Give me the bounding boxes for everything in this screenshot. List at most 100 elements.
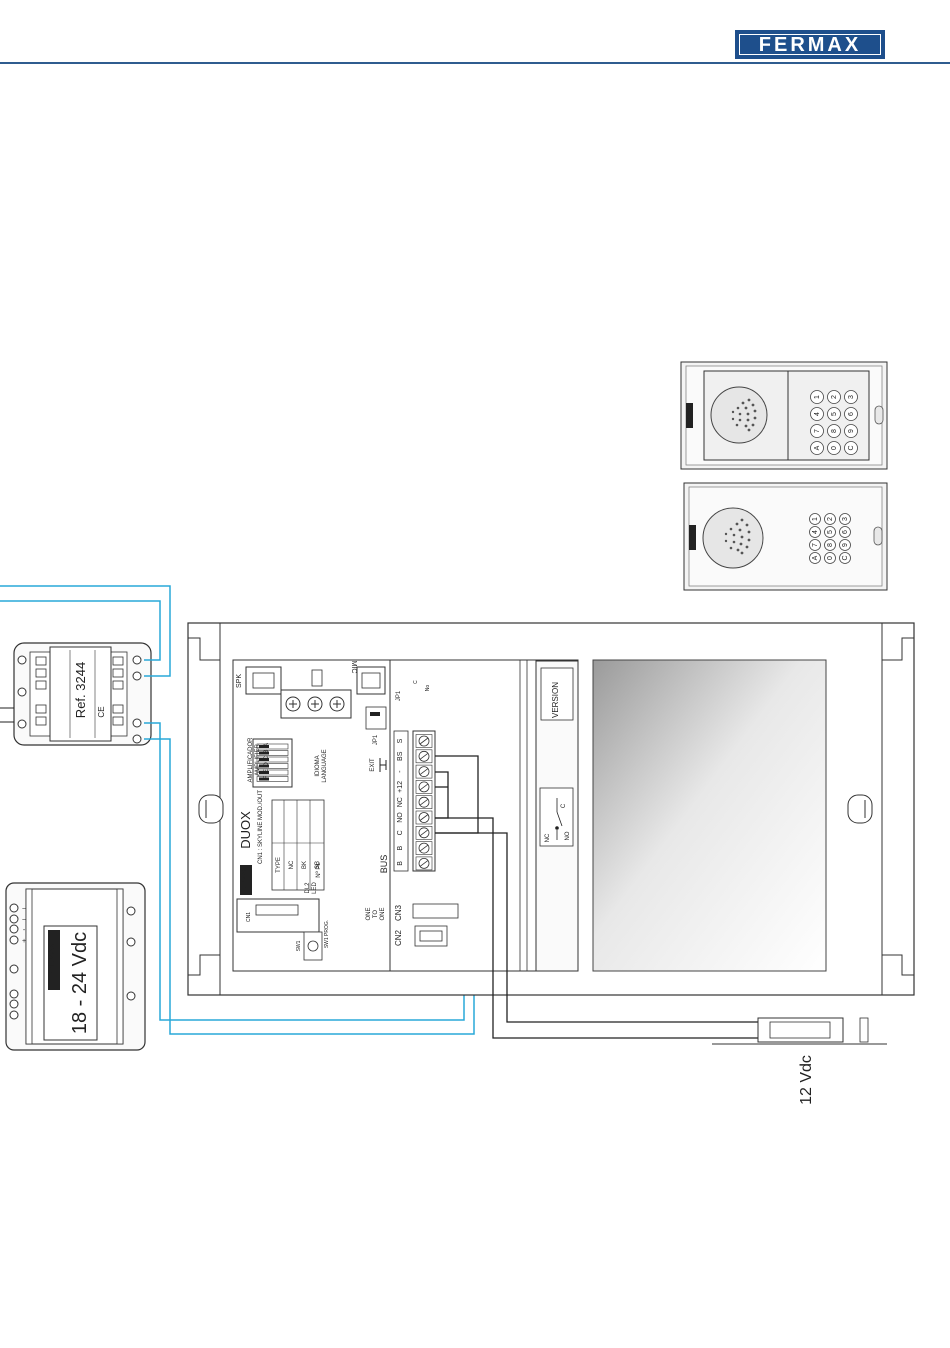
- dip-letter: C: [264, 755, 270, 760]
- keypad-key-label: C: [842, 555, 849, 560]
- keypad-key[interactable]: [827, 407, 841, 421]
- language-en-label: LANGUAGE: [322, 749, 328, 782]
- terminal-label: NC: [397, 797, 404, 807]
- keypad-key[interactable]: [810, 390, 824, 404]
- keypad-key[interactable]: [809, 526, 821, 538]
- keypad-key[interactable]: [810, 441, 824, 455]
- psu-terminal-label: ~: [22, 917, 26, 924]
- keypad-key-label: 8: [827, 543, 834, 547]
- keypad-key-label: 1: [812, 517, 819, 521]
- terminal-label: B: [397, 861, 404, 866]
- bus-label: BUS: [379, 855, 389, 874]
- adapter-ref: Ref. 3244: [73, 662, 88, 718]
- led-indicator: [873, 526, 883, 546]
- dip-letter: A: [264, 743, 270, 747]
- keypad-key[interactable]: [844, 424, 858, 438]
- adapter-ce-mark: CE: [97, 706, 106, 717]
- lock-wiring: [435, 755, 760, 1039]
- keypad-key-label: 9: [848, 429, 855, 433]
- keypad-key-label: 2: [827, 517, 834, 521]
- panel-label-plate: [689, 525, 696, 550]
- dip-switch-key[interactable]: [256, 756, 289, 763]
- cn1-desc: CN1 : SKYLINE MOD./OUT: [258, 790, 264, 864]
- dip-letter: F: [264, 775, 270, 779]
- keypad-key-label: 3: [842, 517, 849, 521]
- jp1-nc: C: [413, 680, 419, 684]
- lock-voltage: 12 Vdc: [798, 1055, 815, 1105]
- keypad-key[interactable]: [809, 513, 821, 525]
- keypad-key-label: 6: [848, 412, 855, 416]
- jp1-jumper[interactable]: [365, 706, 387, 730]
- amplifier-label: AMPLIFICADOR: [248, 737, 254, 783]
- dip-switch-key[interactable]: [256, 763, 289, 769]
- psu-terminal-label: -: [23, 927, 26, 934]
- table-head-cell: BK: [302, 861, 308, 869]
- keypad-key[interactable]: [809, 539, 821, 551]
- keypad-key-label: 2: [831, 395, 838, 399]
- keypad-key-label: 0: [827, 556, 834, 560]
- keypad-key[interactable]: [824, 526, 836, 538]
- version-label-box: [540, 667, 574, 721]
- glass-panel: [592, 659, 827, 972]
- other-wiring: [0, 707, 14, 723]
- dip-switch-key[interactable]: [256, 769, 289, 776]
- panel-label: FERMAX: [686, 407, 691, 424]
- dl2-label: DL2: [305, 882, 311, 894]
- keypad-key[interactable]: [839, 539, 851, 551]
- cn2-label: CN2: [394, 929, 403, 946]
- relay-nc: NC: [545, 833, 551, 842]
- one-to-one-label: ONE: [380, 907, 386, 920]
- table-head-cell: NC: [289, 860, 295, 869]
- psu-terminal-label: +: [22, 938, 26, 945]
- terminal-label: C: [397, 830, 404, 835]
- speaker-grille-icon: [731, 398, 757, 432]
- exit-label: EXIT: [370, 758, 376, 772]
- keypad-key[interactable]: [827, 390, 841, 404]
- cn1-connector: [236, 898, 320, 933]
- keypad-key-label: 5: [827, 530, 834, 534]
- keypad-key[interactable]: [824, 552, 836, 564]
- terminal-label: BS: [397, 751, 404, 761]
- speaker-grille-icon: [724, 518, 751, 555]
- panel-label-plate: [686, 403, 693, 428]
- relay-c: C: [561, 803, 567, 808]
- keypad-key-label: 0: [831, 446, 838, 450]
- keypad-key-label: A: [814, 445, 821, 450]
- relay-no: NO: [565, 831, 571, 840]
- electric-lock: 12 Vdc: [712, 1017, 887, 1105]
- keypad-key[interactable]: [824, 513, 836, 525]
- keypad-key-label: A: [812, 555, 819, 560]
- dip-switch-key[interactable]: [256, 743, 289, 750]
- relay-box: [539, 787, 574, 847]
- keypad-key[interactable]: [824, 539, 836, 551]
- bus-adapter-3244: Ref. 3244 CE: [13, 642, 152, 746]
- keypad-key[interactable]: [839, 552, 851, 564]
- dip-switch-key[interactable]: [256, 776, 289, 782]
- keypad-key[interactable]: [839, 513, 851, 525]
- keypad-key-label: 3: [848, 395, 855, 399]
- keypad-key[interactable]: [839, 526, 851, 538]
- dip-switch-key[interactable]: [256, 750, 289, 756]
- keypad-key[interactable]: [810, 407, 824, 421]
- prog-button[interactable]: [307, 940, 319, 952]
- keypad-key[interactable]: [827, 441, 841, 455]
- led-label: LED: [312, 881, 318, 893]
- keypad-key[interactable]: [844, 441, 858, 455]
- keypad-key[interactable]: [827, 424, 841, 438]
- cn3-connector: [412, 903, 459, 919]
- keypad-key-label: C: [848, 445, 855, 450]
- jp1-no: No: [425, 685, 431, 692]
- cn3-label: CN3: [394, 904, 403, 921]
- power-supply: FERMAX 18 - 24 Vdc ~~-+: [5, 882, 146, 1051]
- keypad-key[interactable]: [844, 390, 858, 404]
- keypad-key[interactable]: [809, 552, 821, 564]
- sw1-label: SW1: [296, 940, 302, 951]
- keypad-key[interactable]: [810, 424, 824, 438]
- keypad-key[interactable]: [844, 407, 858, 421]
